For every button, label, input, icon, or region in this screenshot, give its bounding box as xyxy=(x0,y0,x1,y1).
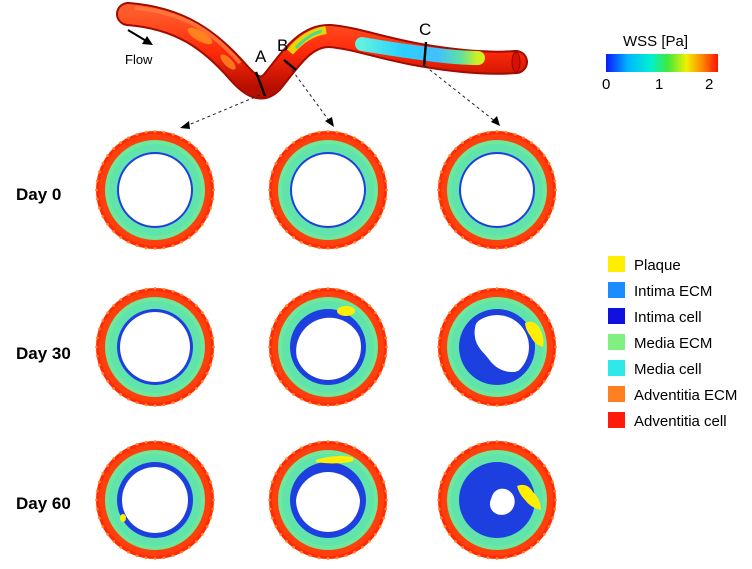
legend-swatch-intima-ecm xyxy=(608,282,625,298)
legend-swatch-adventitia-ecm xyxy=(608,386,625,402)
flow-arrow-icon xyxy=(127,29,153,45)
section-line-b xyxy=(283,59,297,71)
cross-section-a-day-30 xyxy=(95,287,215,407)
wss-colorbar xyxy=(606,54,718,72)
legend-label-media-ecm: Media ECM xyxy=(634,335,713,352)
legend-label-adventitia-ecm: Adventitia ECM xyxy=(634,387,738,404)
dashed-arrows xyxy=(185,65,497,127)
cross-section-c-day-0 xyxy=(437,130,557,250)
cross-section-b-day-30 xyxy=(268,287,388,407)
wss-tick-0: 0 xyxy=(602,76,611,93)
cross-section-c-day-60 xyxy=(437,440,557,560)
legend-label-plaque: Plaque xyxy=(634,257,681,274)
legend-swatch-adventitia-cell xyxy=(608,412,625,428)
row-label-day-60: Day 60 xyxy=(16,494,71,513)
section-label-c: C xyxy=(419,20,432,39)
cross-section-a-day-60 xyxy=(95,440,215,560)
wss-title: WSS [Pa] xyxy=(623,33,689,50)
legend-label-intima-cell: Intima cell xyxy=(634,309,702,326)
cross-section-grid xyxy=(95,130,557,560)
section-label-b: B xyxy=(277,36,289,55)
legend-swatch-media-ecm xyxy=(608,334,625,350)
cross-section-b-day-60 xyxy=(268,440,388,560)
artery-model xyxy=(116,2,528,100)
legend-label-media-cell: Media cell xyxy=(634,361,702,378)
cross-section-b-day-0 xyxy=(268,130,388,250)
wss-tick-1: 1 xyxy=(655,76,664,93)
row-label-day-30: Day 30 xyxy=(16,344,71,363)
cross-section-a-day-0 xyxy=(95,130,215,250)
section-line-a xyxy=(254,71,267,97)
section-label-a: A xyxy=(255,47,267,66)
row-label-day-0: Day 0 xyxy=(16,185,62,204)
legend-swatch-media-cell xyxy=(608,360,625,376)
flow-label: Flow xyxy=(125,52,153,67)
wss-tick-2: 2 xyxy=(705,76,714,93)
legend-label-adventitia-cell: Adventitia cell xyxy=(634,413,727,430)
section-line-c xyxy=(422,41,428,67)
legend-swatch-intima-cell xyxy=(608,308,625,324)
section-markers xyxy=(254,41,428,97)
legend-swatches xyxy=(608,256,625,428)
legend-swatch-plaque xyxy=(608,256,625,272)
legend-label-intima-ecm: Intima ECM xyxy=(634,283,713,300)
cross-section-c-day-30 xyxy=(437,287,557,407)
